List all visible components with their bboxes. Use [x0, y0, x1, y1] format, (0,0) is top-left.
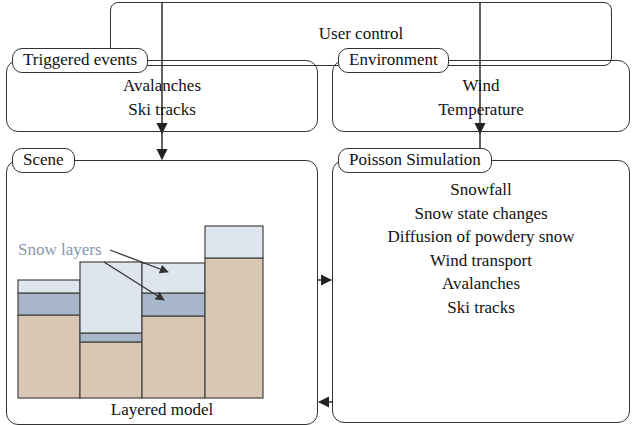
panel-item: Avalanches: [123, 74, 201, 98]
flow-arrow: [161, 132, 162, 159]
control-box: User control: [319, 22, 404, 46]
panel-tab: Environment: [338, 48, 449, 73]
process-item: Ski tracks: [447, 296, 515, 320]
panel-border: [6, 160, 318, 425]
layer-label: Snow layers: [18, 240, 102, 260]
simulation-panel: Poisson SimulationSnowfallSnow state cha…: [332, 148, 630, 423]
panel-item: Ski tracks: [128, 98, 196, 122]
flow-arrow: [318, 279, 331, 280]
process-item: Avalanches: [442, 272, 520, 296]
panel-tab: Scene: [12, 148, 75, 173]
process-item: Snow state changes: [414, 202, 547, 226]
panel-item: Wind: [462, 74, 499, 98]
environment-panel: EnvironmentWindTemperature: [332, 48, 630, 132]
panel-item: Temperature: [438, 98, 524, 122]
figure-caption: Layered model: [111, 398, 213, 422]
flow-arrow: [319, 401, 332, 402]
process-item: Snowfall: [450, 178, 511, 202]
process-item: Wind transport: [430, 249, 532, 273]
event-panel: Triggered eventsAvalanchesSki tracks: [6, 48, 318, 132]
scene-panel: SceneLayered model: [6, 148, 318, 425]
process-item: Diffusion of powdery snow: [387, 225, 574, 249]
panel-tab: Poisson Simulation: [338, 148, 492, 173]
panel-tab: Triggered events: [12, 48, 148, 73]
